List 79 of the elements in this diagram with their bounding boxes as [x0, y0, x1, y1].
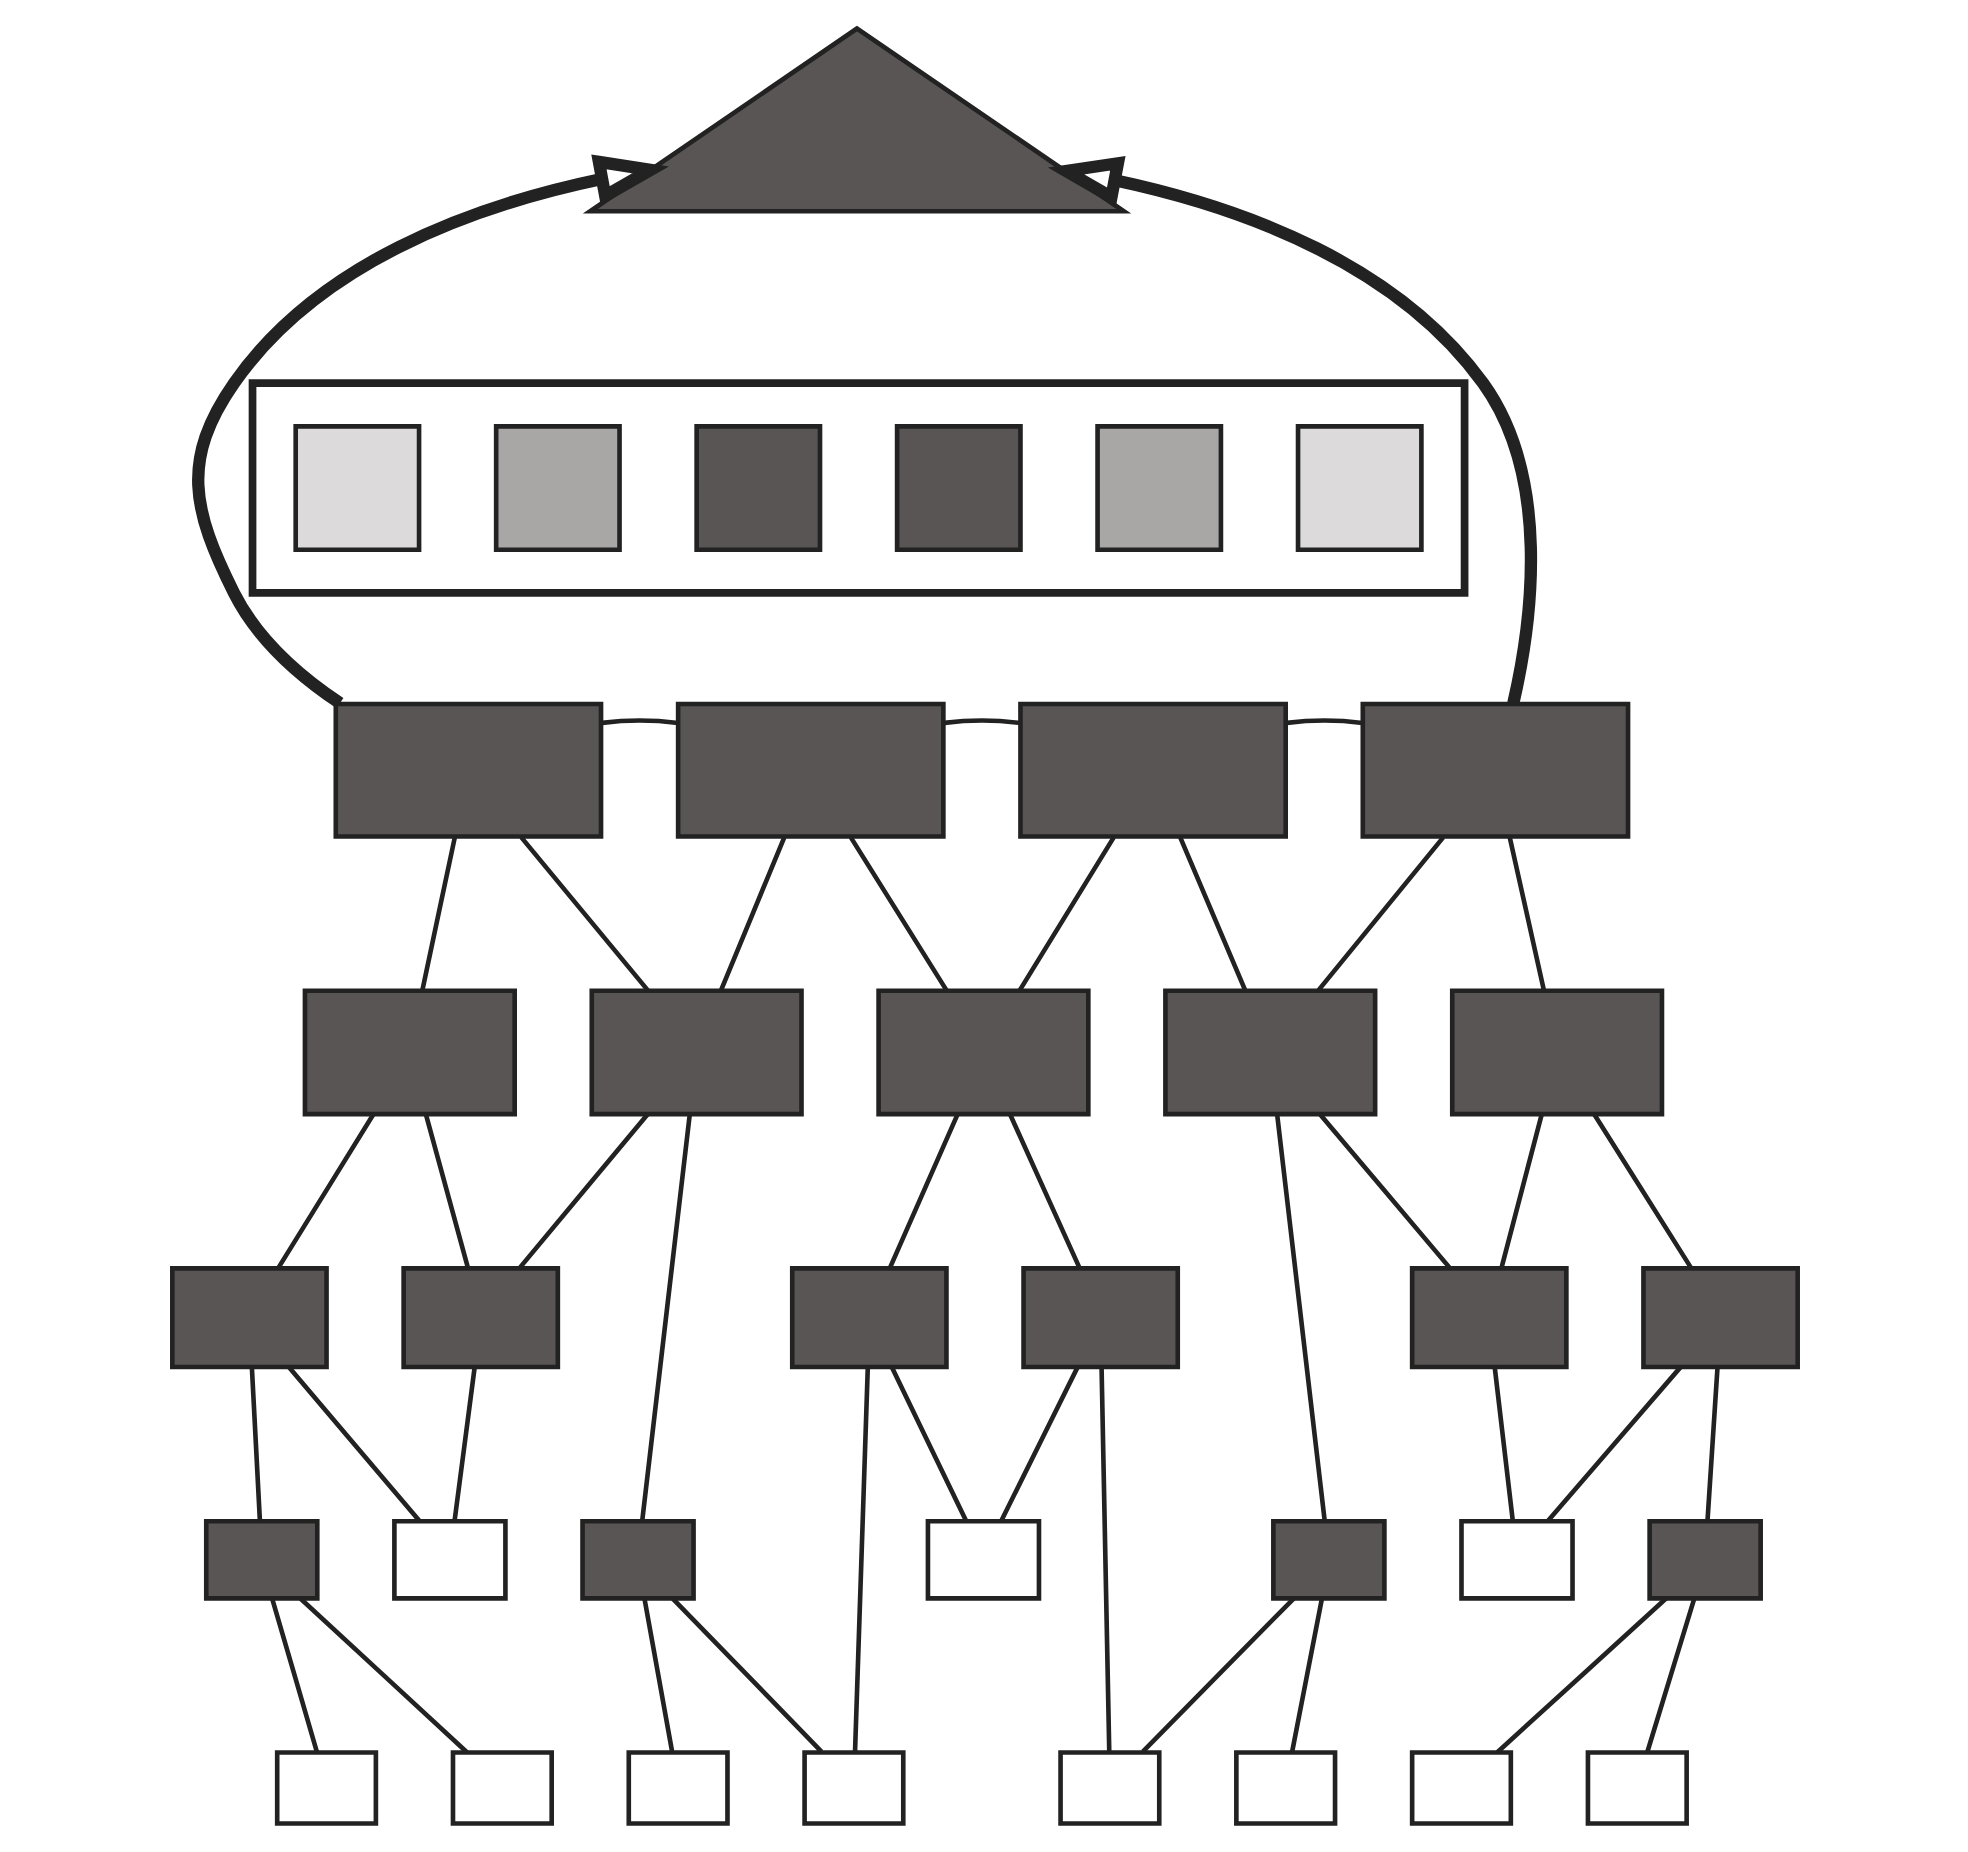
node-box: [1162, 988, 1377, 1117]
node-box: [1584, 1750, 1688, 1826]
connector: [286, 1365, 421, 1523]
node-box: [1020, 1266, 1180, 1370]
arrow: [191, 154, 668, 709]
connector: [1285, 718, 1362, 726]
connector: [888, 1366, 968, 1522]
node-box: [1640, 1266, 1799, 1370]
node-box: [400, 1266, 560, 1370]
connector: [1644, 1597, 1696, 1753]
node-bar: [292, 424, 421, 553]
node-box: [875, 988, 1090, 1117]
node-box: [391, 1518, 507, 1601]
node-bar: [893, 424, 1022, 553]
connector: [1591, 1113, 1693, 1270]
node-box: [1646, 1518, 1762, 1601]
connector: [1177, 836, 1247, 992]
node-box: [449, 1750, 553, 1826]
connector: [248, 1367, 262, 1522]
connector: [670, 1596, 823, 1754]
node-box: [579, 1518, 695, 1601]
node-box: [332, 701, 603, 839]
cluster: [247, 379, 1468, 597]
node-box: [1057, 1750, 1161, 1826]
node-box: [1458, 1518, 1574, 1601]
connector: [639, 1114, 691, 1521]
connector: [943, 718, 1020, 726]
node-box: [169, 1266, 328, 1370]
connector: [1006, 1113, 1081, 1270]
node-box: [1448, 988, 1664, 1117]
node-box: [1270, 1518, 1386, 1601]
node-box: [924, 1518, 1041, 1601]
node-box: [674, 701, 945, 839]
node-box: [588, 988, 803, 1117]
connector: [1140, 1596, 1295, 1754]
node-box: [1017, 701, 1287, 839]
node-bar: [1094, 424, 1223, 553]
connector: [516, 1112, 649, 1270]
connector: [1704, 1367, 1719, 1522]
connector: [1016, 836, 1115, 992]
node-bar: [1294, 424, 1423, 553]
arrow: [1046, 155, 1536, 705]
node-box: [273, 1750, 378, 1826]
node-bar: [693, 424, 822, 553]
node-box: [1408, 1266, 1568, 1370]
connector: [851, 1367, 870, 1752]
connector: [1506, 836, 1546, 991]
connector: [1545, 1365, 1682, 1523]
node-box: [1408, 1750, 1513, 1826]
connector: [886, 1113, 959, 1270]
connector: [1317, 1112, 1451, 1270]
connector: [297, 1596, 468, 1754]
connector: [419, 836, 457, 991]
connector: [518, 835, 649, 992]
node-box: [301, 988, 516, 1117]
connector: [717, 836, 786, 992]
node-triangle: [581, 25, 1131, 214]
node-bar: [492, 424, 621, 553]
connector: [641, 1598, 674, 1752]
connector: [422, 1113, 470, 1269]
connector: [275, 1113, 375, 1270]
connector: [600, 718, 678, 726]
connector: [1098, 1367, 1111, 1752]
connector: [1491, 1367, 1515, 1522]
node-box: [1233, 1750, 1337, 1826]
node-box: [788, 1266, 948, 1370]
connector: [1288, 1598, 1324, 1752]
connector: [847, 836, 948, 992]
connector: [1494, 1596, 1667, 1754]
connector: [1273, 1114, 1326, 1521]
connector: [451, 1367, 476, 1522]
node-box: [1359, 701, 1630, 839]
connector: [1315, 835, 1444, 992]
connector: [1498, 1113, 1543, 1269]
node-box: [202, 1518, 319, 1601]
connector: [998, 1366, 1079, 1522]
node-box: [625, 1750, 729, 1826]
connector: [268, 1597, 319, 1753]
node-box: [801, 1750, 905, 1826]
